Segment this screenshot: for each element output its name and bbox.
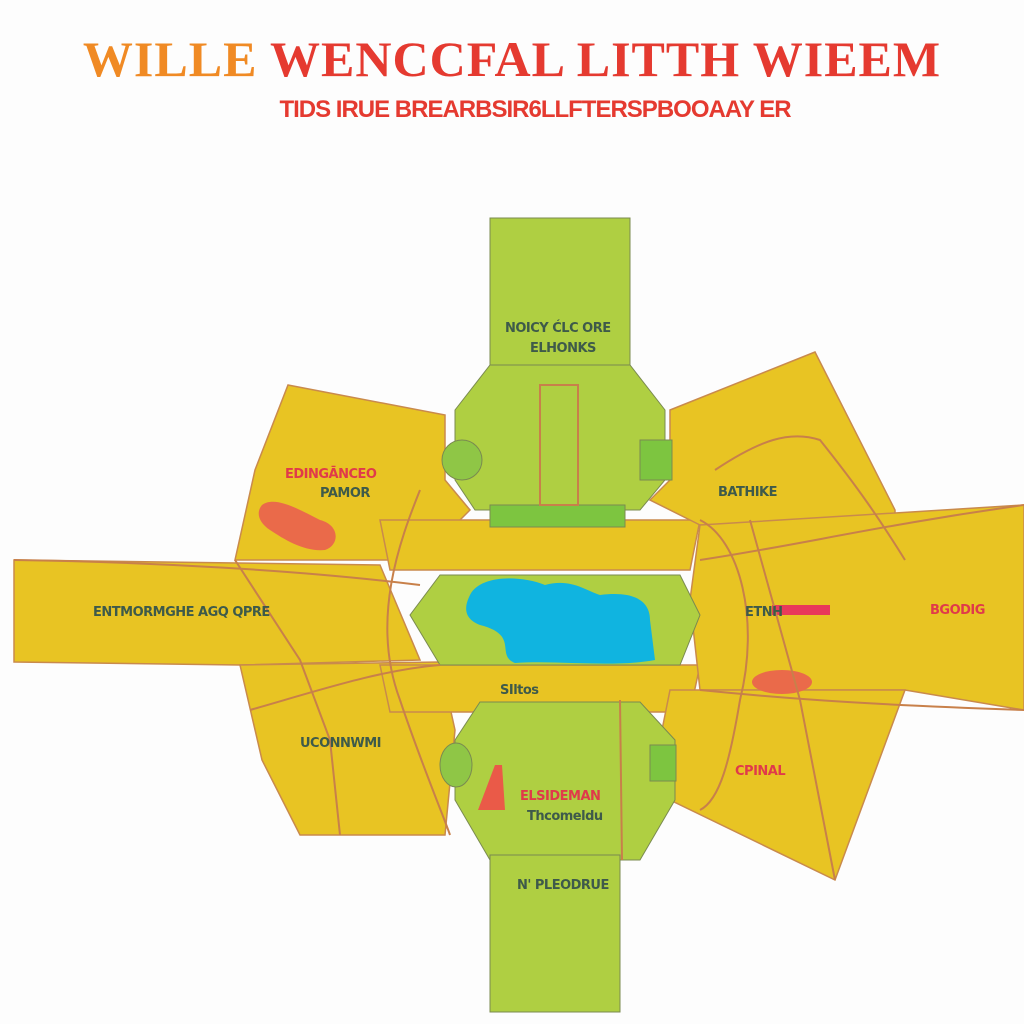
title-rest: WENCCFAL LITTH WIEEM: [270, 31, 942, 87]
park-knob-ne: [639, 439, 673, 481]
red-area-southeast: [752, 670, 812, 694]
red-area-northwest: [258, 501, 336, 551]
park-knob-se: [649, 744, 677, 782]
label-southwest: UCONNWMI: [300, 736, 381, 751]
road-network: [13, 384, 1024, 881]
label-east: ETNH: [745, 605, 783, 620]
lake[interactable]: [466, 578, 655, 664]
park-knob-nw: [441, 439, 483, 481]
label-northeast: BATHIKE: [718, 485, 777, 500]
label-north-1: NOICY ĆLC ORE: [505, 320, 611, 336]
red-area-south: [478, 765, 505, 810]
district-west[interactable]: [13, 559, 422, 666]
label-south-1: ELSIDEMAN: [520, 789, 600, 804]
red-marker-east: [772, 605, 830, 615]
title-first-word: WILLE: [82, 31, 258, 87]
park-south[interactable]: [454, 701, 676, 861]
park-knob-sw: [439, 742, 473, 788]
label-far-east: BGODIG: [930, 603, 985, 618]
park-south-strip[interactable]: [489, 854, 621, 1013]
park-north-green-band: [489, 504, 626, 528]
label-northwest-2: PAMOR: [320, 486, 370, 501]
label-center-south: SIltos: [500, 683, 539, 698]
park-north-strip[interactable]: [489, 217, 631, 374]
district-southeast[interactable]: [659, 689, 907, 882]
park-north[interactable]: [454, 364, 666, 511]
map-title: WILLE WENCCFAL LITTH WIEEM: [0, 30, 1024, 88]
label-south-2: Thcomeldu: [527, 809, 603, 824]
label-west: ENTMORMGHE AGQ QPRE: [93, 605, 270, 620]
label-northwest-1: EDINGĀNCEO: [285, 467, 377, 482]
label-south-3: N' PLEODRUE: [517, 878, 609, 893]
map-subtitle: TIDS IRUE BREARBSIR6LLFTERSPBOOAAY ER: [279, 96, 791, 123]
label-southeast: CPINAL: [735, 764, 785, 779]
label-north-2: ELHONKS: [530, 341, 596, 356]
